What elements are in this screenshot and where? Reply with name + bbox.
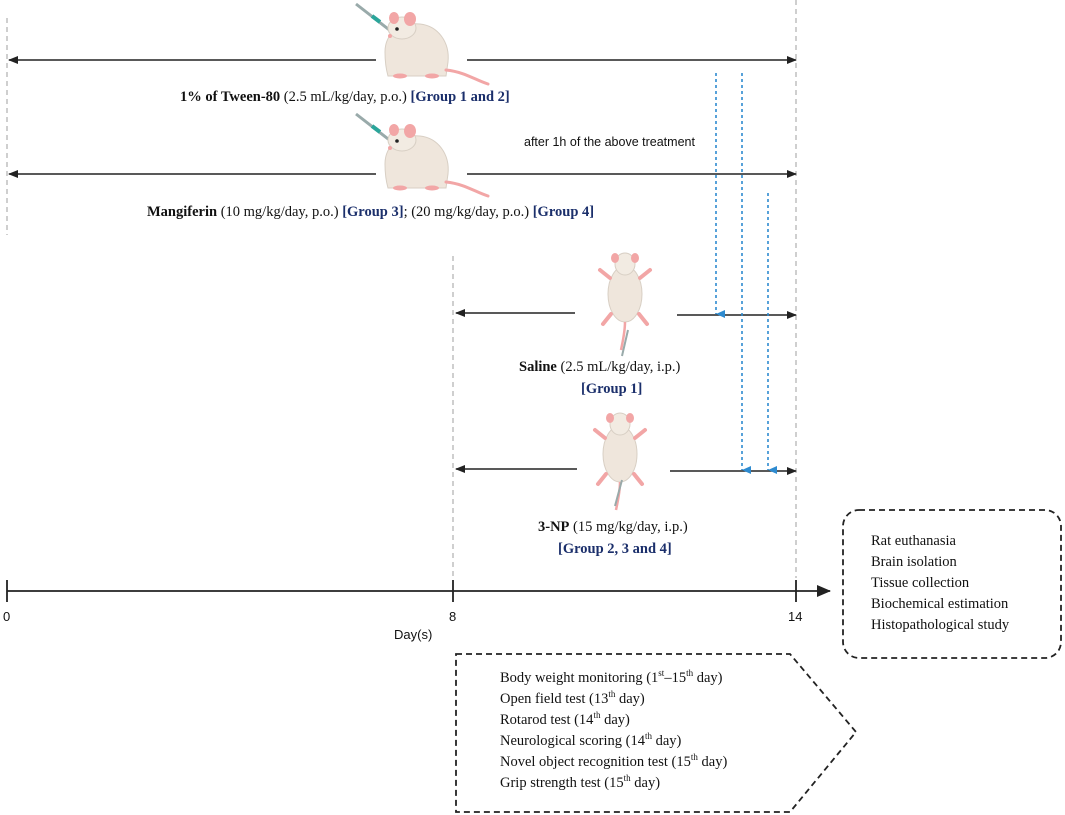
mangiferin-dose1: (10 mg/kg/day, p.o.) <box>217 204 343 220</box>
endpoint-item: Histopathological study <box>871 617 1010 633</box>
test-item-text: Neurological scoring (14 <box>500 733 645 749</box>
endpoint-box-border <box>842 509 1062 659</box>
mangiferin-group3: [Group 3] <box>342 204 404 220</box>
tween-name: 1% of Tween-80 <box>180 89 281 105</box>
test-item-text: Rotarod test (14 <box>500 712 594 728</box>
test-item-sup: th <box>593 710 601 721</box>
mangiferin-name: Mangiferin <box>147 204 218 220</box>
test-item-text: –15 <box>664 670 687 686</box>
rat-ip-icon-1 <box>598 251 652 357</box>
test-item: Body weight monitoring (1st–15th day) <box>500 668 727 689</box>
test-item-text: day) <box>630 775 661 791</box>
tick-label-day0: 0 <box>3 609 11 624</box>
np3-group: [Group 2, 3 and 4] <box>558 541 672 557</box>
tween-label: 1% of Tween-80 (2.5 mL/kg/day, p.o.) [Gr… <box>180 89 510 106</box>
saline-label: Saline (2.5 mL/kg/day, i.p.) <box>519 359 680 376</box>
test-item-text: day) <box>600 712 630 728</box>
test-item-text: day) <box>651 733 682 749</box>
test-item: Rotarod test (14th day) <box>500 710 727 731</box>
after-treatment-note: after 1h of the above treatment <box>524 135 695 149</box>
mangiferin-dose2: ; (20 mg/kg/day, p.o.) <box>403 204 533 220</box>
test-item-sup: th <box>690 752 698 763</box>
rat-oral-icon-1 <box>355 2 490 86</box>
test-item-sup: th <box>686 668 694 679</box>
test-item: Open field test (13th day) <box>500 689 727 710</box>
saline-name: Saline <box>519 359 557 375</box>
rat-ip-icon-2 <box>593 411 647 512</box>
tween-dose: (2.5 mL/kg/day, p.o.) <box>280 89 411 105</box>
test-item-sup: th <box>608 689 616 700</box>
test-item-text: Novel object recognition test (15 <box>500 754 691 770</box>
test-item-text: day) <box>615 691 645 707</box>
test-item-text: Open field test (13 <box>500 691 609 707</box>
endpoint-item: Brain isolation <box>871 554 957 570</box>
tests-box-border <box>455 653 858 813</box>
np3-dose: (15 mg/kg/day, i.p.) <box>569 519 688 535</box>
mangiferin-label: Mangiferin (10 mg/kg/day, p.o.) [Group 3… <box>147 204 594 221</box>
endpoint-list: Rat euthanasia Brain isolation Tissue co… <box>871 531 1009 636</box>
np3-name: 3-NP <box>538 519 570 535</box>
test-item-text: day) <box>697 754 728 770</box>
test-item-sup: th <box>623 773 631 784</box>
mangiferin-group4: [Group 4] <box>532 204 595 220</box>
test-item-sup: st <box>658 668 665 679</box>
rat-oral-icon-2 <box>355 112 490 198</box>
np3-label: 3-NP (15 mg/kg/day, i.p.) <box>538 519 688 536</box>
test-item: Novel object recognition test (15th day) <box>500 752 727 773</box>
endpoint-item: Biochemical estimation <box>871 596 1009 612</box>
saline-dose: (2.5 mL/kg/day, i.p.) <box>556 359 681 375</box>
tick-label-day8: 8 <box>449 609 457 624</box>
tick-label-day14: 14 <box>788 609 803 624</box>
saline-group: [Group 1] <box>581 381 643 397</box>
axis-label: Day(s) <box>394 627 433 642</box>
test-item: Neurological scoring (14th day) <box>500 731 727 752</box>
tween-group: [Group 1 and 2] <box>410 89 510 105</box>
tests-list: Body weight monitoring (1st–15th day) Op… <box>500 668 727 794</box>
endpoint-item: Rat euthanasia <box>871 533 956 549</box>
test-item-text: Grip strength test (15 <box>500 775 624 791</box>
endpoint-item: Tissue collection <box>871 575 970 591</box>
test-item: Grip strength test (15th day) <box>500 773 727 794</box>
test-item-sup: th <box>644 731 652 742</box>
test-item-text: Body weight monitoring (1 <box>500 670 659 686</box>
test-item-text: day) <box>693 670 723 686</box>
